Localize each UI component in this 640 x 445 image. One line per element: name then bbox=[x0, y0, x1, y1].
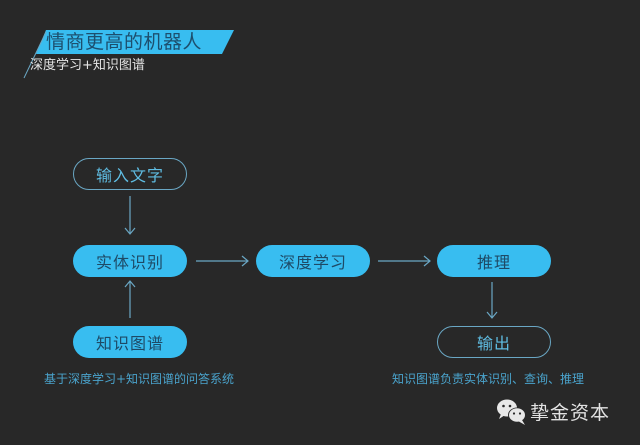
caption-right: 知识图谱负责实体识别、查询、推理 bbox=[392, 372, 585, 386]
node-entity-recognition: 实体识别 bbox=[73, 245, 187, 277]
node-output: 输出 bbox=[437, 326, 551, 358]
node-input-text: 输入文字 bbox=[73, 158, 187, 190]
title-banner bbox=[36, 30, 234, 54]
brand-name: 挚金资本 bbox=[530, 402, 611, 424]
node-knowledge-graph: 知识图谱 bbox=[73, 326, 187, 358]
title-slash-decoration bbox=[23, 31, 47, 79]
page-subtitle: 深度学习+知识图谱 bbox=[30, 58, 145, 73]
caption-left: 基于深度学习+知识图谱的问答系统 bbox=[44, 372, 235, 386]
node-reasoning: 推理 bbox=[437, 245, 551, 277]
node-deep-learning: 深度学习 bbox=[256, 245, 370, 277]
wechat-icon bbox=[497, 399, 526, 425]
page-title: 情商更高的机器人 bbox=[46, 31, 203, 53]
